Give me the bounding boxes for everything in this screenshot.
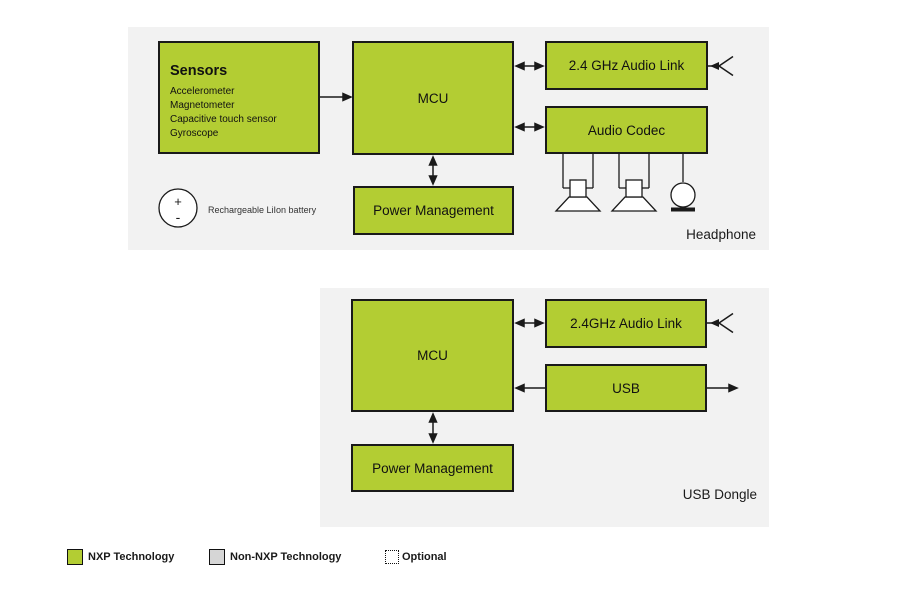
legend-nxp-label: NXP Technology bbox=[88, 551, 175, 563]
dongle-mcu-label: MCU bbox=[417, 348, 448, 363]
audio-codec-label: Audio Codec bbox=[587, 122, 666, 138]
sensors-title: Sensors bbox=[170, 63, 228, 79]
optional-swatch-icon bbox=[385, 550, 399, 564]
headphone-mcu-block: MCU bbox=[352, 41, 514, 155]
legend-non-nxp-label: Non-NXP Technology bbox=[230, 551, 342, 563]
battery-label: Rechargeable LiIon battery bbox=[208, 205, 317, 215]
legend-item-optional: Optional bbox=[385, 550, 447, 564]
legend-optional-label: Optional bbox=[402, 551, 447, 563]
headphone-audio-link-block: 2.4 GHz Audio Link bbox=[545, 41, 708, 90]
sensor-item-capacitive-touch: Capacitive touch sensor bbox=[170, 114, 277, 125]
dongle-power-block: Power Management bbox=[351, 444, 514, 492]
headphone-audio-link-label: 2.4 GHz Audio Link bbox=[568, 58, 685, 73]
headphone-mcu-label: MCU bbox=[417, 90, 449, 106]
dongle-audio-link-block: 2.4GHz Audio Link bbox=[545, 299, 707, 348]
usb-dongle-caption: USB Dongle bbox=[682, 487, 757, 502]
legend-item-nxp: NXP Technology bbox=[67, 549, 174, 565]
sensor-item-gyroscope: Gyroscope bbox=[170, 128, 219, 139]
dongle-power-label: Power Management bbox=[372, 460, 493, 476]
sensor-item-magnetometer: Magnetometer bbox=[170, 100, 235, 111]
usb-block: USB bbox=[545, 364, 707, 412]
headphone-power-block: Power Management bbox=[353, 186, 514, 235]
headphone-power-label: Power Management bbox=[373, 203, 494, 218]
dongle-mcu-block: MCU bbox=[351, 299, 514, 412]
legend-item-non-nxp: Non-NXP Technology bbox=[209, 549, 341, 565]
sensor-item-accelerometer: Accelerometer bbox=[170, 86, 235, 97]
audio-codec-block: Audio Codec bbox=[545, 106, 708, 154]
non-nxp-technology-swatch-icon bbox=[209, 549, 225, 565]
nxp-technology-swatch-icon bbox=[67, 549, 83, 565]
dongle-audio-link-label: 2.4GHz Audio Link bbox=[570, 316, 682, 331]
headphone-caption: Headphone bbox=[686, 227, 756, 242]
sensors-block: Sensors Accelerometer Magnetometer Capac… bbox=[158, 41, 320, 154]
usb-label: USB bbox=[612, 380, 640, 396]
